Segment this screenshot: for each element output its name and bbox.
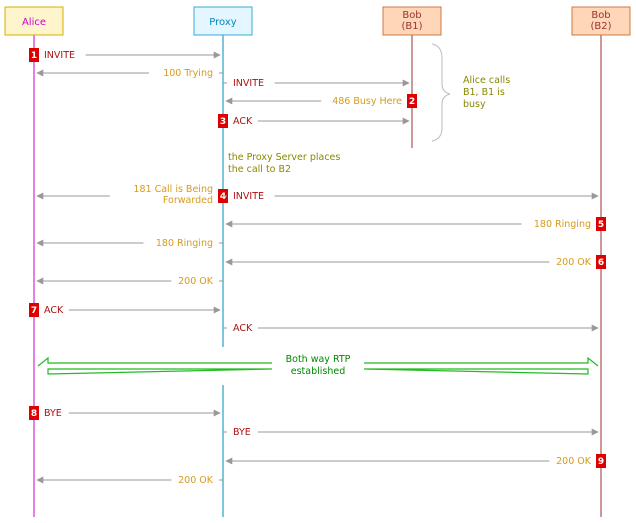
message-4: 486 Busy Here 2 (225, 94, 417, 108)
message-16: 200 OK 9 (225, 454, 606, 468)
message-label: 180 Ringing (534, 219, 591, 230)
message-label: BYE (233, 427, 251, 438)
message-number: 2 (409, 97, 415, 107)
message-5: ACK 3 (218, 114, 410, 128)
message-11: 200 OK (36, 276, 223, 287)
message-number-marker (29, 48, 39, 62)
message-3: INVITE (223, 78, 410, 89)
message-number-marker (407, 94, 417, 108)
rtp-arrow-right (363, 356, 599, 375)
participant-b2: Bob(B2) (571, 6, 631, 36)
rtp-arrow (37, 356, 599, 375)
message-2: 100 Trying (36, 68, 223, 79)
message-number-marker (596, 217, 606, 231)
message-number-marker (596, 255, 606, 269)
message-number: 8 (31, 409, 37, 419)
message-label: 486 Busy Here (332, 96, 402, 107)
message-14: BYE 8 (29, 406, 221, 420)
message-label: ACK (233, 116, 253, 127)
note-b1: busy (463, 99, 486, 110)
message-10: 200 OK 6 (225, 255, 606, 269)
message-number: 6 (598, 258, 604, 268)
message-label: INVITE (233, 191, 264, 202)
brace (431, 43, 451, 142)
participant-box (4, 6, 64, 36)
participant-label: (B2) (590, 21, 611, 32)
message-number: 3 (220, 117, 226, 127)
message-label: BYE (44, 408, 62, 419)
message-label: 100 Trying (163, 68, 213, 79)
rtp-label: Both way RTP (286, 354, 351, 365)
rtp-arrow-left (37, 356, 273, 375)
message-12: ACK 7 (29, 303, 221, 317)
message-number-marker (218, 114, 228, 128)
message-17: 200 OK (36, 475, 223, 486)
participant-label: Proxy (209, 17, 236, 28)
message-number: 5 (598, 220, 604, 230)
participant-label: Bob (402, 10, 421, 21)
message-label: 180 Ringing (156, 238, 213, 249)
participant-box (193, 6, 253, 36)
message-label: 200 OK (178, 276, 214, 287)
participant-label: Alice (22, 17, 46, 28)
note-proxy: the Proxy Server places (228, 152, 340, 163)
message-label: ACK (44, 305, 64, 316)
message-number-marker (596, 454, 606, 468)
message-number: 1 (31, 51, 37, 61)
message-label: 200 OK (556, 456, 592, 467)
message-number-marker (29, 303, 39, 317)
message-label: ACK (233, 323, 253, 334)
message-label: 200 OK (178, 475, 214, 486)
participant-label: (B1) (401, 21, 422, 32)
message-9: 180 Ringing (36, 238, 223, 249)
message-label: INVITE (233, 78, 264, 89)
rtp-label: established (291, 366, 346, 377)
message-label: 181 Call is Being (133, 184, 213, 195)
participant-label: Bob (591, 10, 610, 21)
participant-proxy: Proxy (193, 6, 253, 36)
message-number: 4 (220, 192, 226, 202)
note-b1: Alice calls (463, 75, 510, 86)
participant-box (571, 6, 631, 36)
message-number-marker (29, 406, 39, 420)
participant-box (382, 6, 442, 36)
message-number: 9 (598, 457, 604, 467)
message-label: INVITE (44, 50, 75, 61)
participant-alice: Alice (4, 6, 64, 36)
message-number: 7 (31, 306, 37, 316)
message-1: INVITE 1 (29, 48, 221, 62)
message-13: ACK (223, 323, 599, 334)
note-b1: B1, B1 is (463, 87, 505, 98)
note-proxy: the call to B2 (228, 164, 291, 175)
message-label: 200 OK (556, 257, 592, 268)
message-8: 180 Ringing 5 (225, 217, 606, 231)
message-15: BYE (223, 427, 599, 438)
message-label: Forwarded (163, 195, 213, 206)
participant-b1: Bob(B1) (382, 6, 442, 36)
message-7: INVITE (223, 191, 599, 202)
